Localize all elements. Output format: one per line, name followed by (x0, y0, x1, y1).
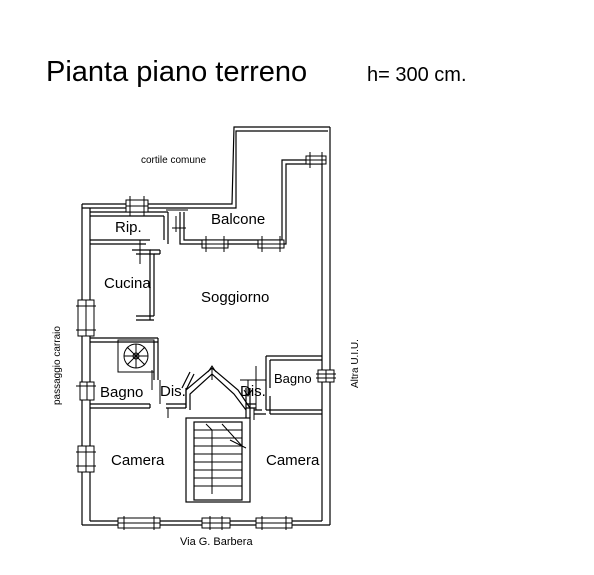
fan-icon (117, 339, 155, 373)
room-label-bedroom-left: Camera (111, 452, 165, 469)
room-label-bath-left: Bagno (100, 384, 143, 401)
neighbor-label: Altra U.I.U. (350, 339, 361, 388)
room-label-bath-right: Bagno (274, 371, 312, 386)
room-label-kitchen: Cucina (104, 275, 151, 292)
room-label-living: Soggiorno (201, 289, 269, 306)
page-title: Pianta piano terreno (46, 56, 308, 88)
room-label-balcony: Balcone (211, 211, 265, 228)
stair-treads (194, 423, 243, 494)
wall-ticks (76, 152, 336, 530)
doors (139, 209, 266, 449)
room-label-bedroom-right: Camera (266, 452, 320, 469)
ceiling-height-label: h= 300 cm. (367, 64, 467, 86)
street-label: Via G. Barbera (180, 536, 253, 548)
room-label-hall-left: Dis. (160, 383, 186, 400)
courtyard-label: cortile comune (141, 155, 206, 166)
room-label-storage: Rip. (115, 219, 142, 236)
room-label-hall-right: Dis. (240, 383, 266, 400)
stair-arrow-icon (207, 365, 253, 397)
driveway-label: passaggio carraio (52, 326, 63, 405)
